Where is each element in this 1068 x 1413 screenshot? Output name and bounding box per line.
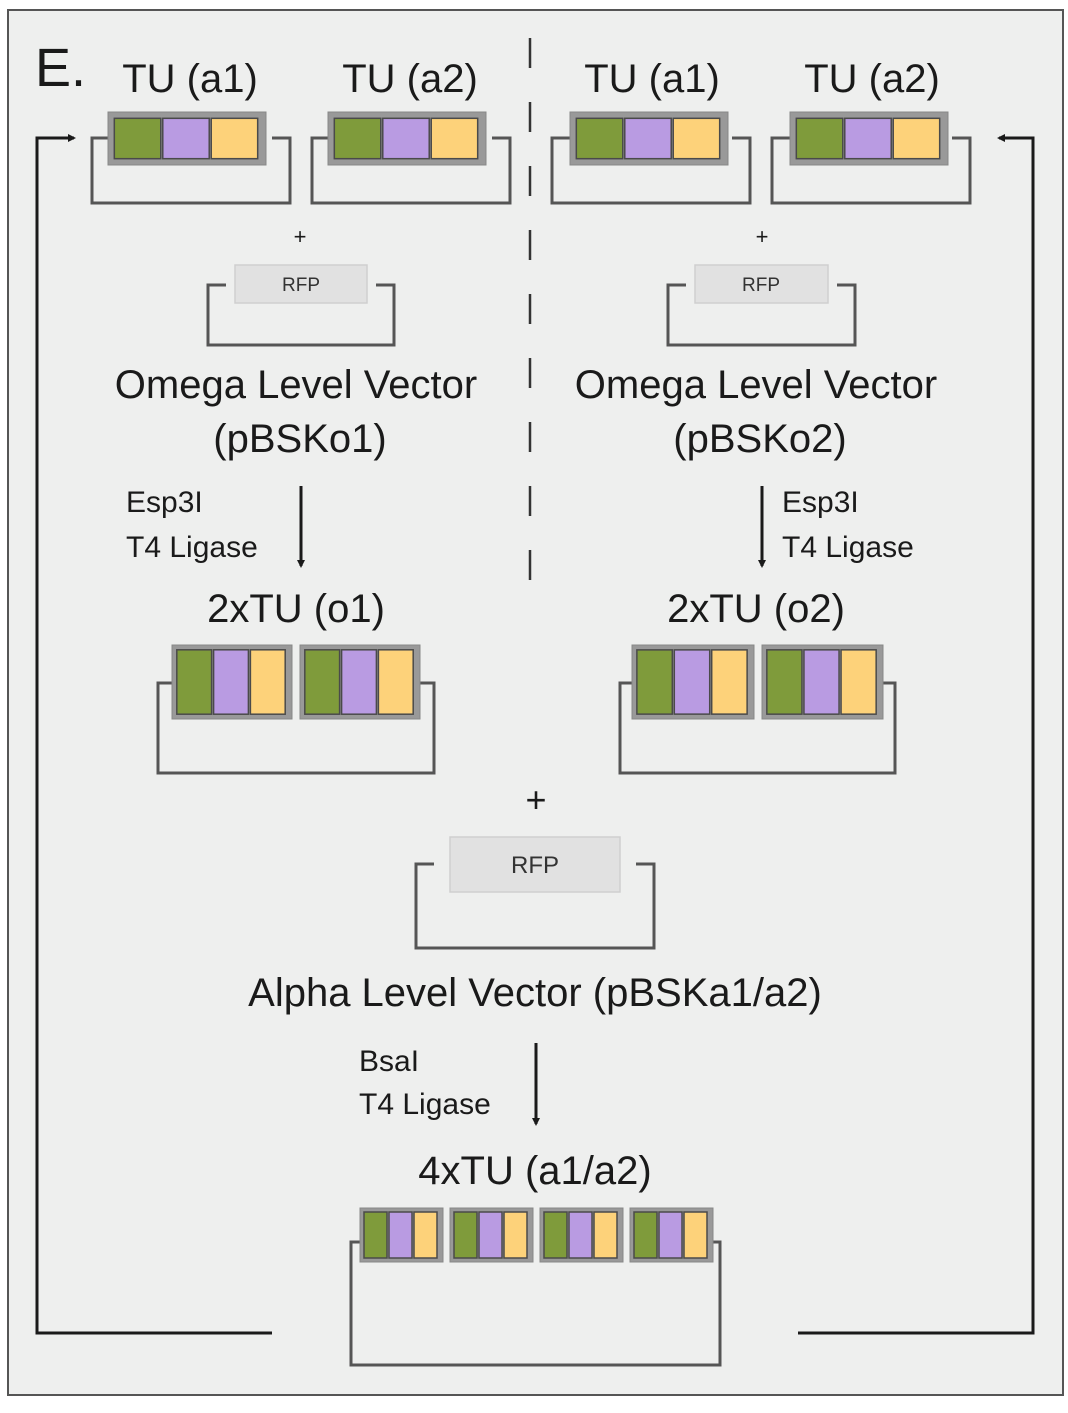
rfp-cassette — [694, 264, 829, 304]
green-part — [363, 1211, 388, 1259]
left-enzyme: Esp3I — [126, 486, 203, 519]
bottom-ligase: T4 Ligase — [359, 1088, 491, 1121]
tu-plasmid-backbone — [90, 136, 292, 205]
left-vector-name: Omega Level Vector — [115, 363, 477, 407]
yellow-part — [430, 117, 479, 160]
right-cycle-arrow — [798, 134, 1035, 1335]
left-cycle-arrow — [35, 134, 272, 1335]
tu-plasmid-backbone — [770, 136, 972, 205]
purple-part — [673, 649, 711, 715]
purple-part — [162, 117, 210, 160]
bottom-plus: + — [525, 779, 546, 820]
yellow-part — [377, 649, 414, 715]
yellow-part — [683, 1211, 708, 1259]
purple-part — [478, 1211, 503, 1259]
alpha-product-backbone — [349, 1240, 722, 1367]
purple-part — [388, 1211, 413, 1259]
green-part — [333, 117, 382, 160]
purple-part — [340, 649, 378, 715]
green-part — [633, 1211, 658, 1259]
omega-product-backbone — [156, 681, 436, 775]
left-plus: + — [294, 224, 307, 249]
left-ligase: T4 Ligase — [126, 531, 258, 564]
purple-part — [382, 117, 430, 160]
left-product-label: 2xTU (o1) — [207, 587, 385, 631]
purple-part — [658, 1211, 683, 1259]
purple-part — [803, 649, 840, 715]
yellow-part — [503, 1211, 528, 1259]
yellow-part — [593, 1211, 618, 1259]
green-part — [304, 649, 341, 715]
purple-part — [844, 117, 892, 160]
omega-product-backbone — [618, 681, 897, 775]
yellow-part — [840, 649, 877, 715]
omega-vector-backbone — [206, 283, 396, 347]
panel-label: E. — [35, 38, 86, 98]
right-plus: + — [756, 224, 769, 249]
right-ligase: T4 Ligase — [782, 531, 914, 564]
purple-part — [624, 117, 672, 160]
green-part — [795, 117, 844, 160]
right-tu-a2-label: TU (a2) — [804, 57, 940, 101]
left-vector-id: (pBSKo1) — [213, 417, 386, 461]
final-product-label: 4xTU (a1/a2) — [418, 1149, 651, 1193]
tu-plasmid-backbone — [550, 136, 752, 205]
omega-vector-backbone — [666, 283, 857, 347]
right-vector-name: Omega Level Vector — [575, 363, 937, 407]
right-rfp-label: RFP — [742, 275, 780, 296]
rfp-cassette — [449, 836, 621, 893]
green-part — [113, 117, 162, 160]
yellow-part — [210, 117, 259, 160]
green-part — [575, 117, 624, 160]
right-enzyme: Esp3I — [782, 486, 859, 519]
yellow-part — [249, 649, 286, 715]
bottom-rfp-label: RFP — [511, 852, 559, 879]
green-part — [636, 649, 674, 715]
green-part — [176, 649, 213, 715]
green-part — [543, 1211, 568, 1259]
yellow-part — [710, 649, 748, 715]
alpha-vector-backbone — [414, 862, 656, 950]
purple-part — [568, 1211, 593, 1259]
alpha-vector-label: Alpha Level Vector (pBSKa1/a2) — [248, 971, 822, 1015]
bottom-enzyme: BsaI — [359, 1045, 419, 1078]
green-part — [766, 649, 803, 715]
yellow-part — [413, 1211, 438, 1259]
left-tu-a2-label: TU (a2) — [342, 57, 478, 101]
green-part — [453, 1211, 478, 1259]
left-rfp-label: RFP — [282, 275, 320, 296]
tu-plasmid-backbone — [310, 136, 512, 205]
right-product-label: 2xTU (o2) — [667, 587, 845, 631]
right-tu-a1-label: TU (a1) — [584, 57, 720, 101]
yellow-part — [672, 117, 721, 160]
rfp-cassette — [234, 264, 368, 304]
right-vector-id: (pBSKo2) — [673, 417, 846, 461]
yellow-part — [892, 117, 941, 160]
purple-part — [212, 649, 250, 715]
left-tu-a1-label: TU (a1) — [122, 57, 258, 101]
